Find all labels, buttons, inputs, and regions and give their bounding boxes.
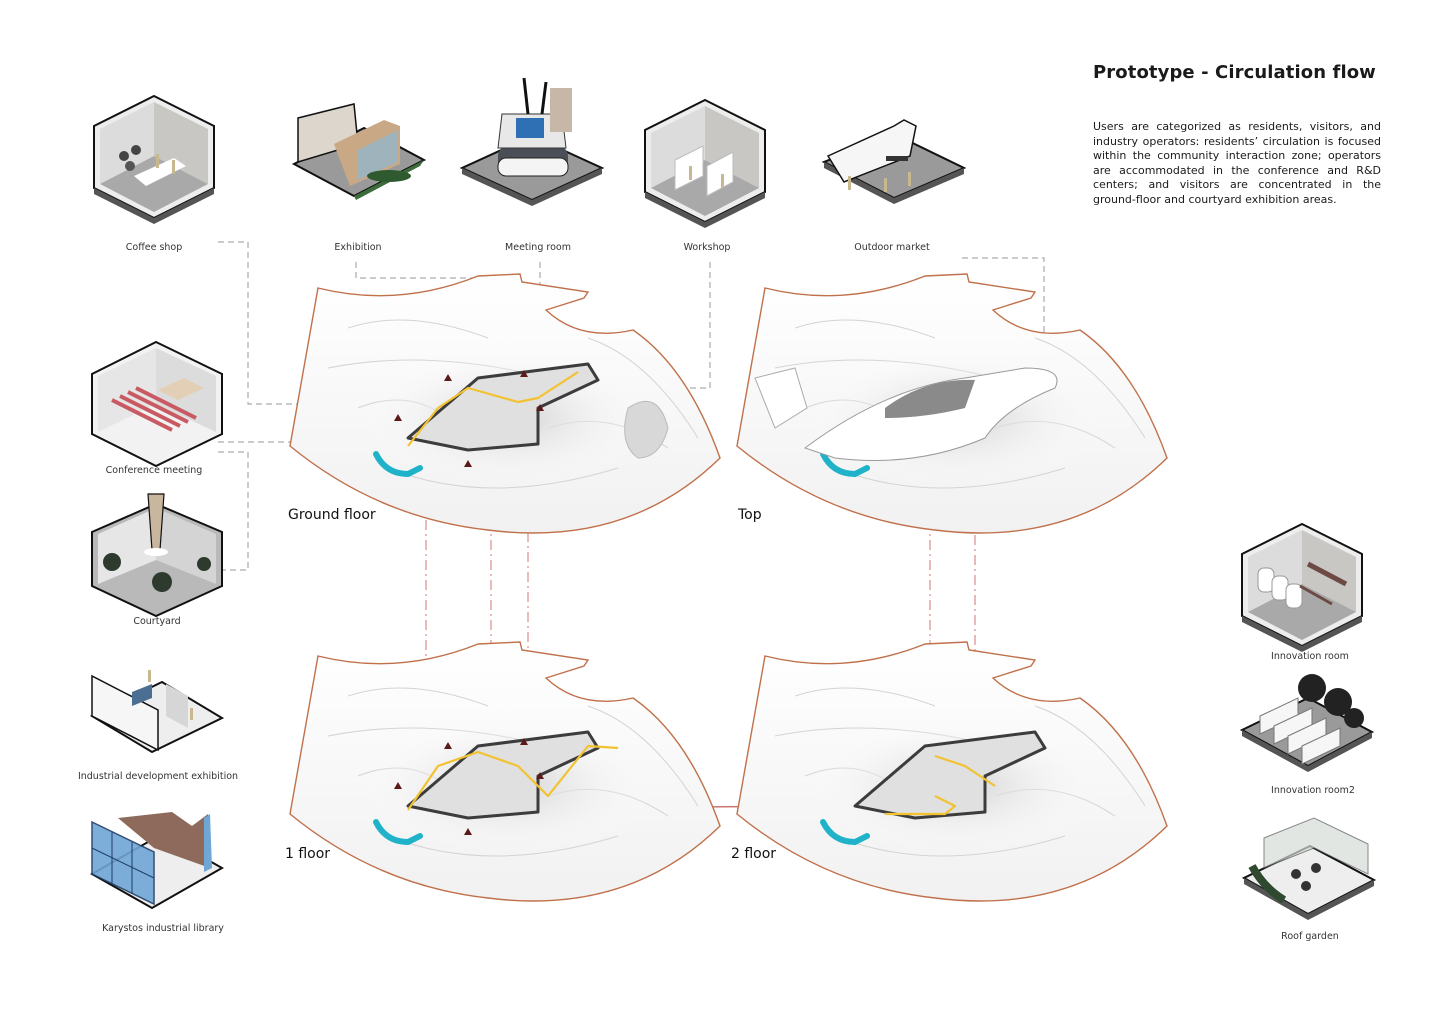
site-plan-2-floor — [735, 636, 1185, 915]
label-karystos-industrial-library: Karystos industrial library — [102, 923, 224, 934]
space-karystos-industrial-library — [89, 808, 225, 927]
label-conference-meeting: Conference meeting — [105, 465, 203, 476]
landscape-path — [794, 319, 936, 339]
leader-coffee-shop — [218, 241, 420, 405]
space-courtyard — [91, 490, 223, 619]
entrance-arrow-icon — [464, 828, 472, 835]
outdoor-market-axonometric-icon — [821, 119, 967, 204]
label-roof-garden: Roof garden — [1281, 931, 1339, 942]
entrance-arrow-icon — [394, 782, 402, 789]
industrial-exhibition-axonometric-icon — [89, 670, 225, 754]
label-coffee-shop: Coffee shop — [125, 242, 183, 253]
circulation-path — [885, 754, 996, 816]
description-text: Users are categorized as residents, visi… — [1093, 120, 1381, 206]
entrance-arrow-icon — [536, 404, 544, 411]
water-channel — [373, 819, 423, 846]
entrance-arrow-icon — [464, 460, 472, 467]
space-innovation-room2 — [1239, 672, 1375, 786]
landscape-path — [1034, 705, 1146, 807]
entrance-arrow-icon — [536, 772, 544, 779]
conference-axonometric-icon — [91, 340, 223, 468]
floor-label-1: 1 floor — [285, 846, 331, 862]
floor-label-2: 2 floor — [731, 846, 777, 862]
innovation-room2-axonometric-icon — [1239, 674, 1375, 772]
landscape-path — [587, 337, 699, 439]
exhibition-axonometric-icon — [291, 103, 427, 200]
coffee-shop-axonometric-icon — [93, 95, 215, 225]
building-footprint — [406, 362, 600, 452]
label-industrial-development-exhibition: Industrial development exhibition — [77, 771, 239, 782]
site-plan-top — [735, 268, 1185, 547]
building-footprint — [406, 730, 600, 820]
workshop-axonometric-icon — [644, 99, 766, 229]
pond — [624, 400, 669, 459]
space-meeting-room — [459, 77, 605, 227]
site-plan-ground-floor — [288, 268, 738, 547]
first-floor-plan — [289, 641, 721, 902]
label-workshop: Workshop — [683, 242, 731, 253]
innovation-room-axonometric-icon — [1241, 523, 1363, 653]
side-canopy — [754, 367, 808, 429]
page-title: Prototype - Circulation flow — [1093, 62, 1376, 83]
label-innovation-room: Innovation room — [1271, 651, 1349, 662]
floor-label-top: Top — [738, 507, 762, 523]
entrance-arrow-icon — [520, 370, 528, 377]
space-industrial-development-exhibition — [89, 668, 225, 772]
site-plan-1-floor — [288, 636, 738, 915]
entrance-arrow-icon — [520, 738, 528, 745]
label-outdoor-market: Outdoor market — [854, 242, 930, 253]
entrance-arrow-icon — [444, 374, 452, 381]
label-innovation-room2: Innovation room2 — [1271, 785, 1355, 796]
water-channel — [820, 451, 870, 478]
building-footprint — [853, 730, 1047, 820]
space-workshop — [644, 99, 775, 234]
roof-glazing — [885, 379, 975, 418]
top-plan — [736, 273, 1168, 534]
space-outdoor-market — [821, 116, 967, 240]
entrance-arrow-icon — [444, 742, 452, 749]
courtyard-axonometric-icon — [91, 493, 223, 618]
roof-garden-axonometric-icon — [1241, 817, 1377, 920]
space-exhibition — [291, 103, 427, 228]
water-channel — [820, 819, 870, 846]
landscape-path — [587, 705, 699, 807]
water-channel — [373, 451, 423, 478]
leader-courtyard — [218, 451, 249, 571]
landscape-path — [794, 687, 936, 707]
space-conference-meeting — [91, 340, 223, 471]
meeting-room-axonometric-icon — [459, 77, 605, 206]
floor-label-ground: Ground floor — [288, 507, 376, 523]
label-meeting-room: Meeting room — [505, 242, 571, 253]
landscape-path — [347, 687, 489, 707]
label-exhibition: Exhibition — [334, 242, 382, 253]
space-coffee-shop — [93, 95, 215, 230]
space-innovation-room — [1241, 523, 1372, 653]
circulation-path — [407, 371, 579, 447]
label-courtyard: Courtyard — [133, 616, 181, 627]
ground-floor-plan — [289, 273, 721, 534]
second-floor-plan — [736, 641, 1168, 902]
landscape-path — [1034, 337, 1146, 439]
space-roof-garden — [1241, 817, 1377, 932]
circulation-path — [407, 744, 619, 811]
entrance-arrow-icon — [394, 414, 402, 421]
library-axonometric-icon — [89, 812, 225, 910]
landscape-path — [347, 319, 489, 339]
